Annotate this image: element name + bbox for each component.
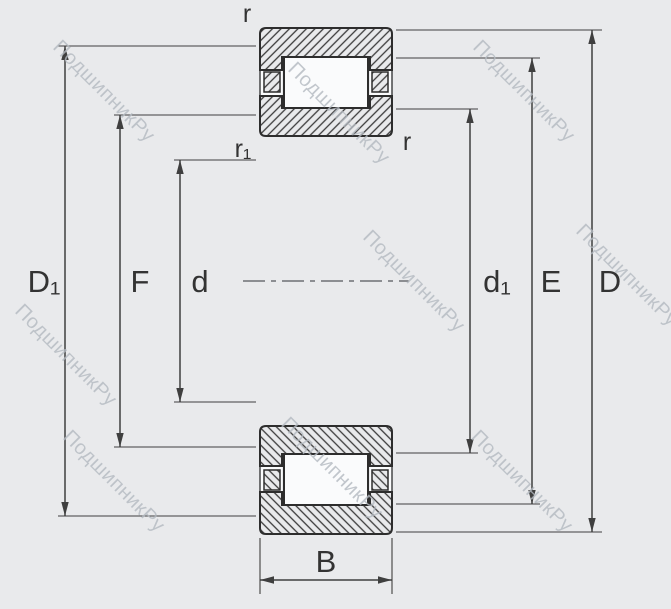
dim-D1: D₁: [28, 45, 256, 517]
watermark: ПодшипникРу: [466, 426, 577, 537]
cage-section-right: [371, 71, 389, 93]
bearing-top-half: [259, 27, 393, 137]
outer-ring-section: [259, 27, 393, 71]
dim-F: F: [114, 114, 256, 448]
dim-B: B: [259, 538, 393, 594]
inner-ring-section: [259, 95, 393, 137]
dim-label-D: D: [599, 264, 621, 299]
roller-section: [283, 56, 369, 109]
watermark: ПодшипникРу: [58, 426, 169, 537]
dim-label-d1: d₁: [483, 264, 511, 299]
dim-label-B: B: [316, 544, 337, 579]
dim-d1: d₁: [396, 108, 511, 454]
radius-label-r1: r₁: [235, 135, 252, 163]
radius-label-r-right: r: [403, 128, 411, 156]
watermark: ПодшипникРу: [10, 300, 121, 411]
dim-label-E: E: [541, 264, 562, 299]
radius-label-r-top: r: [243, 0, 251, 28]
dim-label-D1: D₁: [28, 264, 61, 299]
dim-label-d: d: [191, 264, 208, 299]
watermark: ПодшипникРу: [468, 36, 579, 147]
dim-label-F: F: [131, 264, 150, 299]
dim-D: D: [396, 29, 621, 533]
watermark-layer: ПодшипникРу ПодшипникРу ПодшипникРу Подш…: [10, 36, 671, 537]
watermark: ПодшипникРу: [571, 220, 671, 331]
dim-E: E: [396, 57, 562, 505]
dim-d: d: [174, 159, 256, 403]
cage-section-left: [263, 71, 281, 93]
